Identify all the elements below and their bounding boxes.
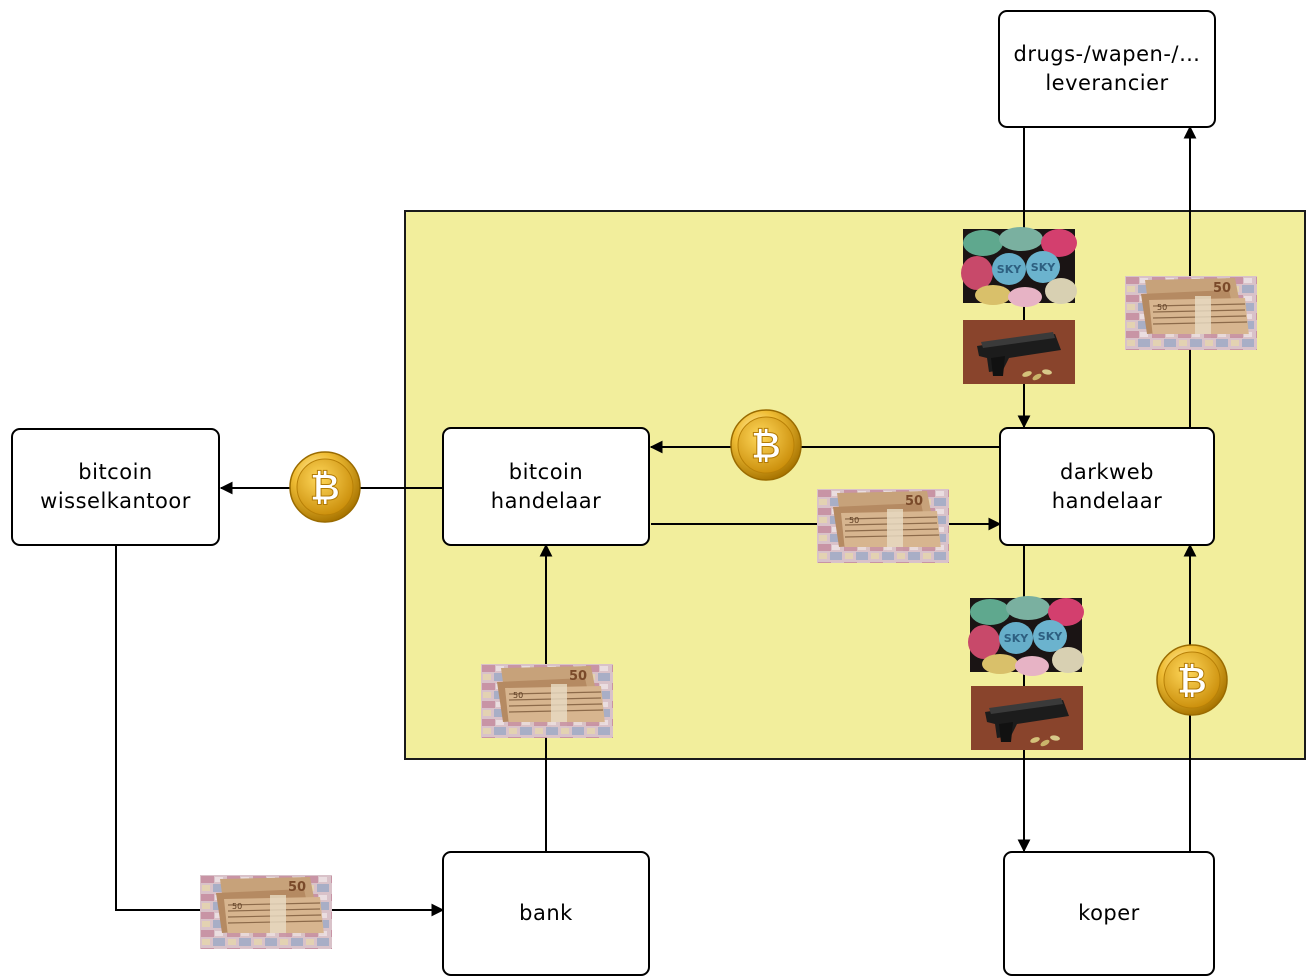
darkweb-trader-node: darkweb handelaar (999, 427, 1215, 546)
euro-banknotes-icon (1124, 275, 1258, 351)
ecstasy-pills-icon (968, 596, 1084, 676)
ecstasy-pills-icon (961, 227, 1077, 307)
buyer-node: koper (1003, 851, 1215, 976)
bitcoin-coin-icon (289, 451, 361, 523)
bitcoin-coin-icon (730, 409, 802, 481)
supplier-node: drugs-/wapen-/… leverancier (998, 10, 1216, 128)
exchange-node: bitcoin wisselkantoor (11, 428, 220, 546)
bitcoin-coin-icon (1156, 644, 1228, 716)
btc-trader-node: bitcoin handelaar (442, 427, 650, 546)
arrow-exchange-to-bank (115, 545, 445, 917)
handgun-icon (963, 320, 1075, 384)
euro-banknotes-icon (480, 663, 614, 739)
bank-node: bank (442, 851, 650, 976)
handgun-icon (971, 686, 1083, 750)
euro-banknotes-icon (199, 874, 333, 950)
euro-banknotes-icon (816, 488, 950, 564)
